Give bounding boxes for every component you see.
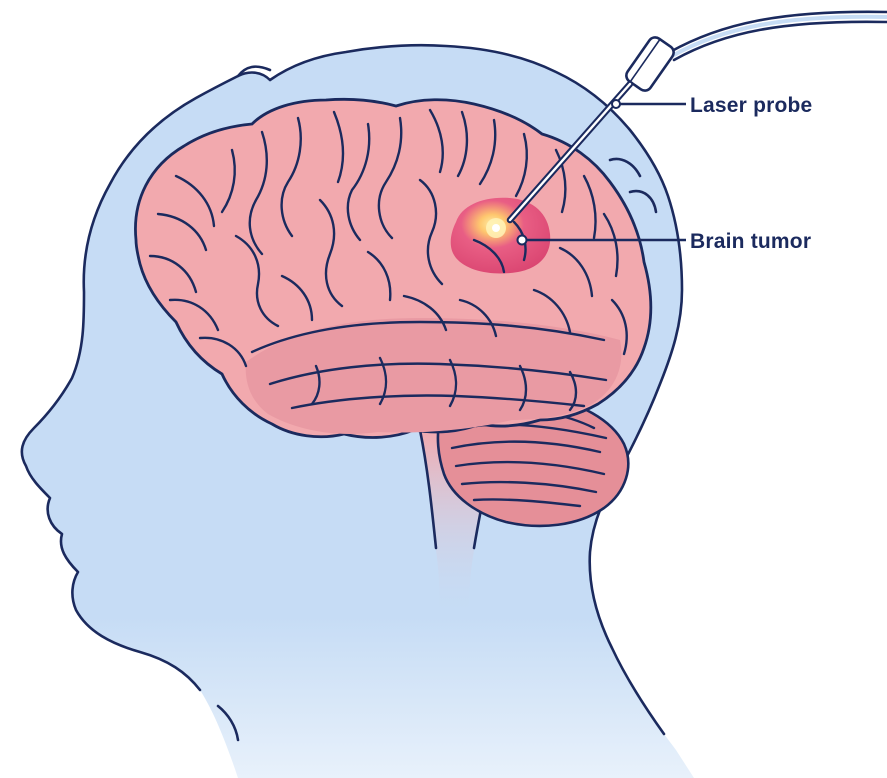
laser-probe-label: Laser probe [690,94,812,117]
brain-tumor-label: Brain tumor [690,230,811,253]
callout-laser-probe: Laser probe [612,94,812,117]
